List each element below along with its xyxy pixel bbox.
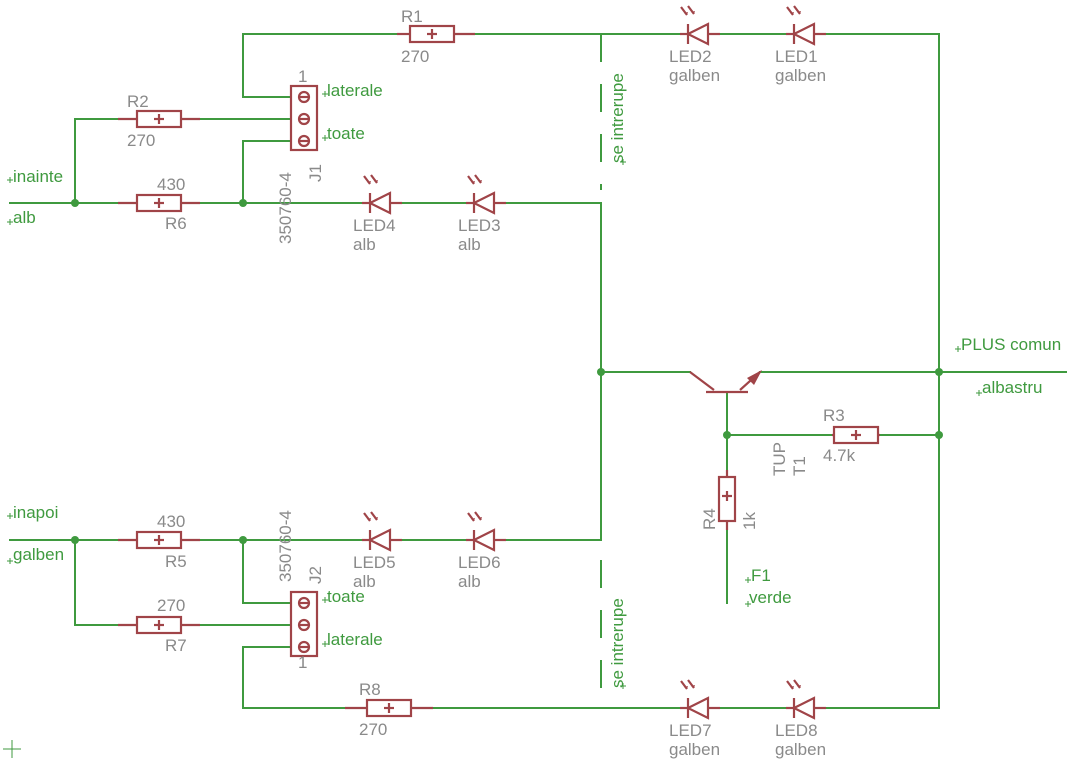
label-origin-marks xyxy=(3,91,982,758)
r8-value: 270 xyxy=(359,720,387,739)
net-labels: inainte alb inapoi galben laterale toate… xyxy=(13,73,1061,688)
led4[interactable]: LED4 alb xyxy=(353,174,402,254)
r6-name: R6 xyxy=(165,214,187,233)
label-laterale-bottom: laterale xyxy=(327,630,383,649)
led6-name: LED6 xyxy=(458,553,501,572)
led2-value: galben xyxy=(669,66,720,85)
r7-name: R7 xyxy=(165,636,187,655)
resistor-r3[interactable]: R3 4.7k xyxy=(823,406,880,465)
resistor-r8[interactable]: R8 270 xyxy=(345,680,433,739)
led3[interactable]: LED3 alb xyxy=(458,174,506,254)
r2-name: R2 xyxy=(127,92,149,111)
label-inainte: inainte xyxy=(13,167,63,186)
led8-name: LED8 xyxy=(775,721,818,740)
r4-name: R4 xyxy=(700,508,719,530)
led4-value: alb xyxy=(353,235,376,254)
led5-name: LED5 xyxy=(353,553,396,572)
j1-pin1: 1 xyxy=(298,67,307,86)
label-galben: galben xyxy=(13,545,64,564)
led4-name: LED4 xyxy=(353,216,396,235)
r2-value: 270 xyxy=(127,131,155,150)
t1-value: TUP xyxy=(770,442,789,476)
label-se-intrerupe-bottom: se intrerupe xyxy=(608,598,627,688)
led5-value: alb xyxy=(353,572,376,591)
j2-value: 350760-4 xyxy=(276,510,295,582)
led1-name: LED1 xyxy=(775,47,818,66)
j1-name: J1 xyxy=(306,164,325,182)
r1-name: R1 xyxy=(401,7,423,26)
r7-value: 270 xyxy=(157,596,185,615)
led1-value: galben xyxy=(775,66,826,85)
r6-value: 430 xyxy=(157,175,185,194)
led8-value: galben xyxy=(775,740,826,759)
label-laterale-top: laterale xyxy=(327,81,383,100)
label-f1: F1 xyxy=(751,566,771,585)
led6-value: alb xyxy=(458,572,481,591)
led1[interactable]: LED1 galben xyxy=(775,5,826,85)
resistor-r2[interactable]: R2 270 xyxy=(118,92,200,150)
t1-name: T1 xyxy=(790,456,809,476)
r3-value: 4.7k xyxy=(823,446,856,465)
r1-value: 270 xyxy=(401,47,429,66)
label-alb: alb xyxy=(13,208,36,227)
r8-name: R8 xyxy=(359,680,381,699)
led7-name: LED7 xyxy=(669,721,712,740)
label-inapoi: inapoi xyxy=(13,503,58,522)
r3-name: R3 xyxy=(823,406,845,425)
r4-value: 1k xyxy=(740,512,759,530)
led3-value: alb xyxy=(458,235,481,254)
led2[interactable]: LED2 galben xyxy=(669,5,720,85)
j1-value: 350760-4 xyxy=(276,172,295,244)
led5[interactable]: LED5 alb xyxy=(353,511,402,591)
r5-name: R5 xyxy=(165,552,187,571)
j2-pin1: 1 xyxy=(298,653,307,672)
label-verde: verde xyxy=(749,588,792,607)
label-toate-top: toate xyxy=(327,124,365,143)
connector-j2[interactable]: 1 350760-4 J2 xyxy=(276,510,325,672)
led3-name: LED3 xyxy=(458,216,501,235)
resistor-r1[interactable]: R1 270 xyxy=(397,7,475,66)
label-toate-bottom: toate xyxy=(327,587,365,606)
led6[interactable]: LED6 alb xyxy=(458,511,506,591)
transistor-t1[interactable]: TUP T1 xyxy=(689,370,809,476)
led8[interactable]: LED8 galben xyxy=(775,679,826,759)
resistor-r4[interactable]: R4 1k xyxy=(700,470,759,530)
j2-name: J2 xyxy=(306,566,325,584)
junctions xyxy=(71,199,943,544)
resistor-r6[interactable]: 430 R6 xyxy=(118,175,200,233)
connector-j1[interactable]: 1 350760-4 J1 xyxy=(276,67,325,244)
resistor-r5[interactable]: 430 R5 xyxy=(118,512,200,571)
label-plus-comun: PLUS comun xyxy=(961,335,1061,354)
led7-value: galben xyxy=(669,740,720,759)
resistor-r7[interactable]: 270 R7 xyxy=(118,596,200,655)
r5-value: 430 xyxy=(157,512,185,531)
label-albastru: albastru xyxy=(982,378,1042,397)
label-se-intrerupe-top: se intrerupe xyxy=(608,73,627,163)
led7[interactable]: LED7 galben xyxy=(669,679,720,759)
led2-name: LED2 xyxy=(669,47,712,66)
